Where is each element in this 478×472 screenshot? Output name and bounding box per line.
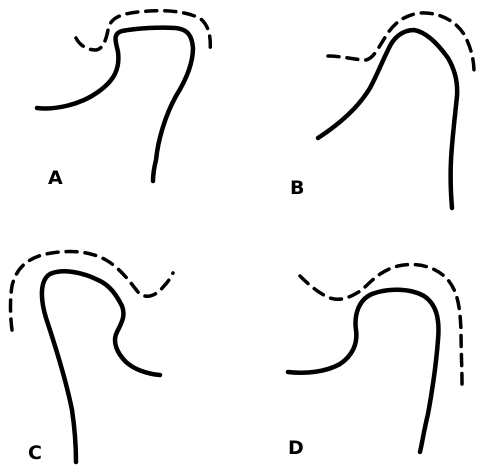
panel-a-label: A: [48, 167, 63, 189]
panel-a-solid-outline: [37, 28, 193, 181]
panel-b: B: [290, 13, 474, 208]
panel-c-dashed-outline: [11, 252, 174, 330]
panel-c-solid-outline: [42, 271, 160, 462]
panel-a: A: [37, 11, 210, 189]
panel-a-dashed-outline: [76, 11, 210, 52]
panel-c-label: C: [28, 442, 42, 464]
panel-d-solid-outline: [288, 290, 438, 452]
panel-d-label: D: [288, 437, 304, 459]
panel-b-label: B: [290, 177, 304, 199]
panel-d: D: [288, 265, 462, 459]
panel-c: C: [11, 252, 174, 464]
